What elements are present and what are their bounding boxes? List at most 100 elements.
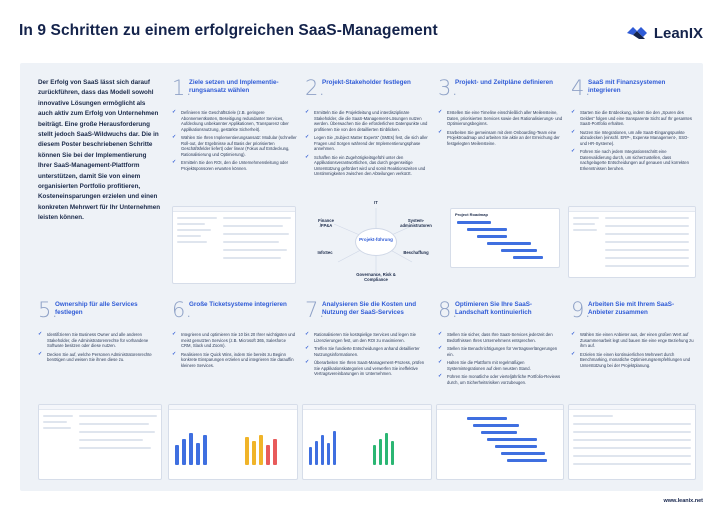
list-item: ✓Definieren Sie Geschäftsziele (z.B. ger… [172,109,289,132]
footer-url[interactable]: www.leanix.net [663,498,703,504]
leanix-logo-icon [626,27,647,39]
step-title: Arbeiten Sie mit Ihrem SaaS-Anbieter zus… [588,301,675,316]
list-item: ✓Halten Sie die Plattform mit regelmäßig… [438,359,531,371]
list-item: ✓Nutzen Sie Integrationen, um alle SaaS-… [571,128,689,146]
list-item: ✓Ermitteln Sie die Projektleitung und in… [305,109,428,132]
step-bullets: ✓Identifizieren Sie Business Owner und a… [38,331,163,366]
step-card-8: 8. Optimieren Sie Ihre SaaS-Landschaft k… [438,300,566,494]
check-icon: ✓ [172,350,177,357]
check-icon: ✓ [305,331,310,337]
step-bullets: ✓Stellen Sie sicher, dass Ihre SaaS-Serv… [438,331,563,388]
step-number: 4. [571,76,592,100]
step-title: SaaS mit Finanzsystemen integrieren [588,79,666,94]
step-card-4: 4. SaaS mit Finanzsystemen integrieren ✓… [571,78,699,272]
list-item: ✓Stellen Sie Benachrichtigungen für Vert… [438,345,558,357]
intro-text: Der Erfolg von SaaS lässt sich darauf zu… [38,79,161,222]
list-item: ✓Realisieren Sie Quick Wins, indem Sie b… [172,350,294,368]
step-title: Projekt- und Zeitpläne definieren [455,79,553,86]
screenshot-tickets [168,404,298,480]
check-icon: ✓ [438,373,443,379]
check-icon: ✓ [305,359,310,365]
check-icon: ✓ [438,359,443,365]
check-icon: ✓ [571,148,576,154]
screenshot-integrations [568,206,696,278]
step-bullets: ✓Wählen Sie einen Anbieter aus, der eine… [571,331,696,371]
diagram-center: Projekt-führung [355,228,397,256]
step-card-5: 5. Ownership für alle Services festlegen… [38,300,163,494]
check-icon: ✓ [305,134,310,140]
screenshot-roadmap: Project Roadmap [450,208,560,268]
step-title: Große Ticketsysteme integrieren [189,301,287,308]
step-bullets: ✓Integrieren und optimieren Sie 10 bis 2… [172,331,297,371]
leanix-logo[interactable]: LeanIX [625,20,703,46]
step-card-6: 6. Große Ticketsysteme integrieren ✓Inte… [172,300,300,494]
list-item: ✓Wählen Sie Ihren Implementierungsansatz… [172,134,297,157]
step-number: 3. [438,76,459,100]
screenshot-costs [302,404,432,480]
list-item: ✓Starten Sie die Entdeckung, indem Sie d… [571,109,692,126]
step-card-2: 2. Projekt-Stakeholder festlegen ✓Ermitt… [305,78,433,272]
step-card-1: 1. Ziele setzen und Implementie- rungsan… [172,78,300,272]
diagram-node-infosec: InfoSec [317,250,333,255]
list-item: ✓Führen Sie nach jedem Integrationsschri… [571,148,689,171]
list-item: ✓Rationalisieren Sie kostspielige Servic… [305,331,416,343]
check-icon: ✓ [172,134,177,140]
check-icon: ✓ [305,153,310,160]
diagram-node-procurement: Beschaffung [403,250,429,255]
check-icon: ✓ [38,350,43,357]
step-number: 2. [305,76,326,100]
step-number: 5. [38,298,59,322]
step-card-9: 9. Arbeiten Sie mit Ihrem SaaS-Anbieter … [571,300,699,494]
step-title: Ownership für alle Services festlegen [55,301,138,316]
step-title: Ziele setzen und Implementie- rungsansat… [189,79,279,94]
check-icon: ✓ [305,109,310,115]
page-title: In 9 Schritten zu einem erfolgreichen Sa… [19,22,438,39]
roadmap-title: Project Roadmap [455,212,488,217]
check-icon: ✓ [571,128,576,135]
check-icon: ✓ [172,331,177,337]
list-item: ✓Stellen Sie sicher, dass Ihre SaaS-Serv… [438,331,553,343]
step-number: 6. [172,298,193,322]
check-icon: ✓ [438,109,443,115]
screenshot-dashboard [172,206,296,284]
check-icon: ✓ [571,109,576,115]
header: In 9 Schritten zu einem erfolgreichen Sa… [19,20,703,48]
list-item: ✓Ermitteln Sie den ROI, den die Unterneh… [172,159,289,171]
check-icon: ✓ [172,109,177,115]
step-title: Analysieren Sie die Kosten und Nutzung d… [322,301,417,316]
step-bullets: ✓Definieren Sie Geschäftsziele (z.B. ger… [172,109,297,174]
step-card-7: 7. Analysieren Sie die Kosten und Nutzun… [305,300,433,494]
screenshot-optimize [436,404,564,480]
check-icon: ✓ [305,345,310,351]
step-card-3: 3. Projekt- und Zeitpläne definieren ✓Er… [438,78,566,272]
step-title: Projekt-Stakeholder festlegen [322,79,411,86]
step-number: 1. [172,76,193,100]
step-bullets: ✓Erstellen Sie eine Timeline einschließl… [438,109,563,149]
diagram-node-grc: Governance, Risk & Compliance [356,272,396,282]
list-item: ✓Decken Sie auf, welche Personen Adminis… [38,350,152,362]
check-icon: ✓ [38,331,43,337]
step-number: 7. [305,298,326,322]
list-item: ✓Erstellen Sie eine Timeline einschließl… [438,109,563,126]
step-number: 8. [438,298,459,322]
list-item: ✓Legen Sie „Subject Matter Experts“ (SME… [305,134,428,151]
step-title: Optimieren Sie Ihre SaaS-Landschaft kont… [455,301,532,316]
step-number: 9. [571,298,592,322]
diagram-node-it: IT [374,200,378,205]
list-item: ✓Wählen Sie einen Anbieter aus, der eine… [571,331,694,348]
logo-text: LeanIX [653,24,703,42]
list-item: ✓Erarbeiten Sie gemeinsam mit dem Onboar… [438,128,560,146]
list-item: ✓Schaffen Sie ein Zugehörigkeitsgefühl u… [305,153,426,176]
step-bullets: ✓Rationalisieren Sie kostspielige Servic… [305,331,430,380]
list-item: ✓Führen Sie monatliche oder vierteljährl… [438,373,561,385]
list-item: ✓Identifizieren Sie Business Owner und a… [38,331,149,348]
check-icon: ✓ [571,350,576,357]
stakeholder-diagram: Projekt-führung IT System-administratore… [312,200,440,288]
step-bullets: ✓Starten Sie die Entdeckung, indem Sie d… [571,109,696,174]
check-icon: ✓ [571,331,576,337]
step-bullets: ✓Ermitteln Sie die Projektleitung und in… [305,109,430,180]
list-item: ✓Überarbeiten Sie Ihren SaaS-Management-… [305,359,425,376]
screenshot-vendor [568,404,696,480]
list-item: ✓Integrieren und optimieren Sie 10 bis 2… [172,331,296,348]
check-icon: ✓ [438,345,443,351]
